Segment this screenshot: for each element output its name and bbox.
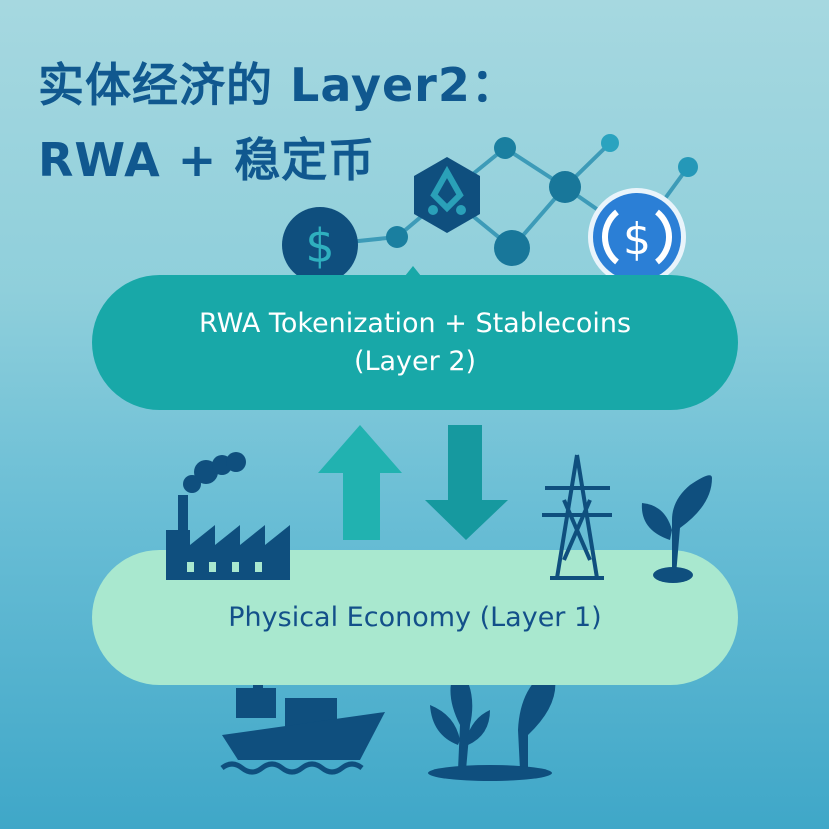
title-line-2: RWA + 稳定币 <box>38 133 376 187</box>
usdc-coin-icon: $ <box>588 188 686 286</box>
layer2-title: RWA Tokenization + Stablecoins <box>198 307 632 339</box>
layer1-box: Physical Economy (Layer 1) <box>92 550 738 685</box>
cargo-ship-icon <box>220 675 385 775</box>
down-arrow-icon <box>425 425 508 540</box>
title-line-1: 实体经济的 Layer2： <box>38 58 518 112</box>
pointer <box>405 266 421 276</box>
layer2-box: RWA Tokenization + Stablecoins (Layer 2) <box>92 275 738 410</box>
dollar-coin-icon: $ <box>282 207 358 283</box>
plants-icon <box>428 665 556 781</box>
up-arrow-icon <box>318 425 402 540</box>
svg-text:$: $ <box>623 214 651 265</box>
network-nodes <box>386 134 698 266</box>
svg-text:$: $ <box>305 219 334 273</box>
layer1-label: Physical Economy (Layer 1) <box>228 602 602 633</box>
layer2-subtitle: (Layer 2) <box>353 345 477 377</box>
hexagon-token-icon <box>414 157 480 233</box>
